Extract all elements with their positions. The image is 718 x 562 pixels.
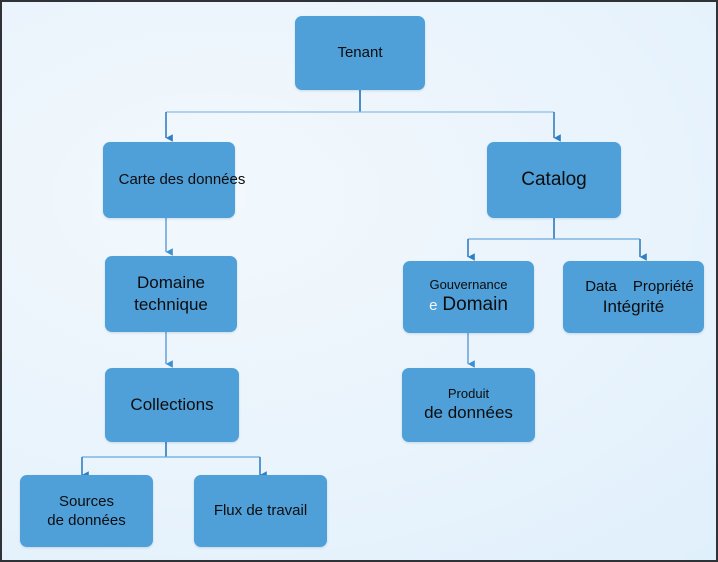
node-integrite-label: Intégrité: [602, 296, 665, 316]
node-gouvernance-domain-word: Domain: [442, 294, 508, 316]
node-propriete-word: Propriété: [632, 277, 694, 295]
node-produit-de-donnees[interactable]: Produit de données: [402, 368, 535, 442]
edge-catalog-children: [467, 218, 647, 261]
node-sources-de-donnees[interactable]: Sources de données: [20, 475, 153, 547]
node-domaine-technique-line2: technique: [134, 295, 208, 314]
node-tenant[interactable]: Tenant: [295, 16, 425, 90]
node-carte-des-donnees-label: Carte des données: [118, 171, 246, 189]
node-data-propriete-integrite[interactable]: Data Propriété Intégrité: [563, 261, 704, 333]
node-gouvernance-line2: e Domain: [429, 293, 508, 317]
node-produit-line2: de données: [424, 403, 513, 423]
node-data-word: Data: [585, 277, 617, 295]
edge-collections-children: [81, 442, 267, 479]
node-flux-de-travail[interactable]: Flux de travail: [194, 475, 327, 547]
node-flux-de-travail-label: Flux de travail: [213, 502, 308, 520]
node-gouvernance-e-domain[interactable]: Gouvernance e Domain: [403, 261, 534, 333]
node-domaine-technique-line1: Domaine: [136, 273, 206, 293]
node-catalog-label: Catalog: [521, 168, 587, 190]
node-tenant-label: Tenant: [337, 44, 383, 62]
node-produit-line1: Produit: [447, 385, 490, 401]
node-data-propriete-line1: Data Propriété: [585, 277, 694, 296]
node-domaine-technique[interactable]: Domaine technique: [105, 256, 237, 332]
node-collections-label: Collections: [130, 395, 214, 415]
edge-tenant-children: [165, 90, 561, 142]
node-gouvernance-line1: Gouvernance: [429, 276, 508, 292]
node-gouvernance-prefix-e: e: [429, 297, 438, 315]
node-carte-des-donnees[interactable]: Carte des données: [103, 142, 245, 218]
node-sources-line2: de données: [47, 512, 126, 529]
node-catalog[interactable]: Catalog: [487, 142, 621, 218]
node-sources-line1: Sources: [58, 492, 115, 510]
node-collections[interactable]: Collections: [105, 368, 239, 442]
